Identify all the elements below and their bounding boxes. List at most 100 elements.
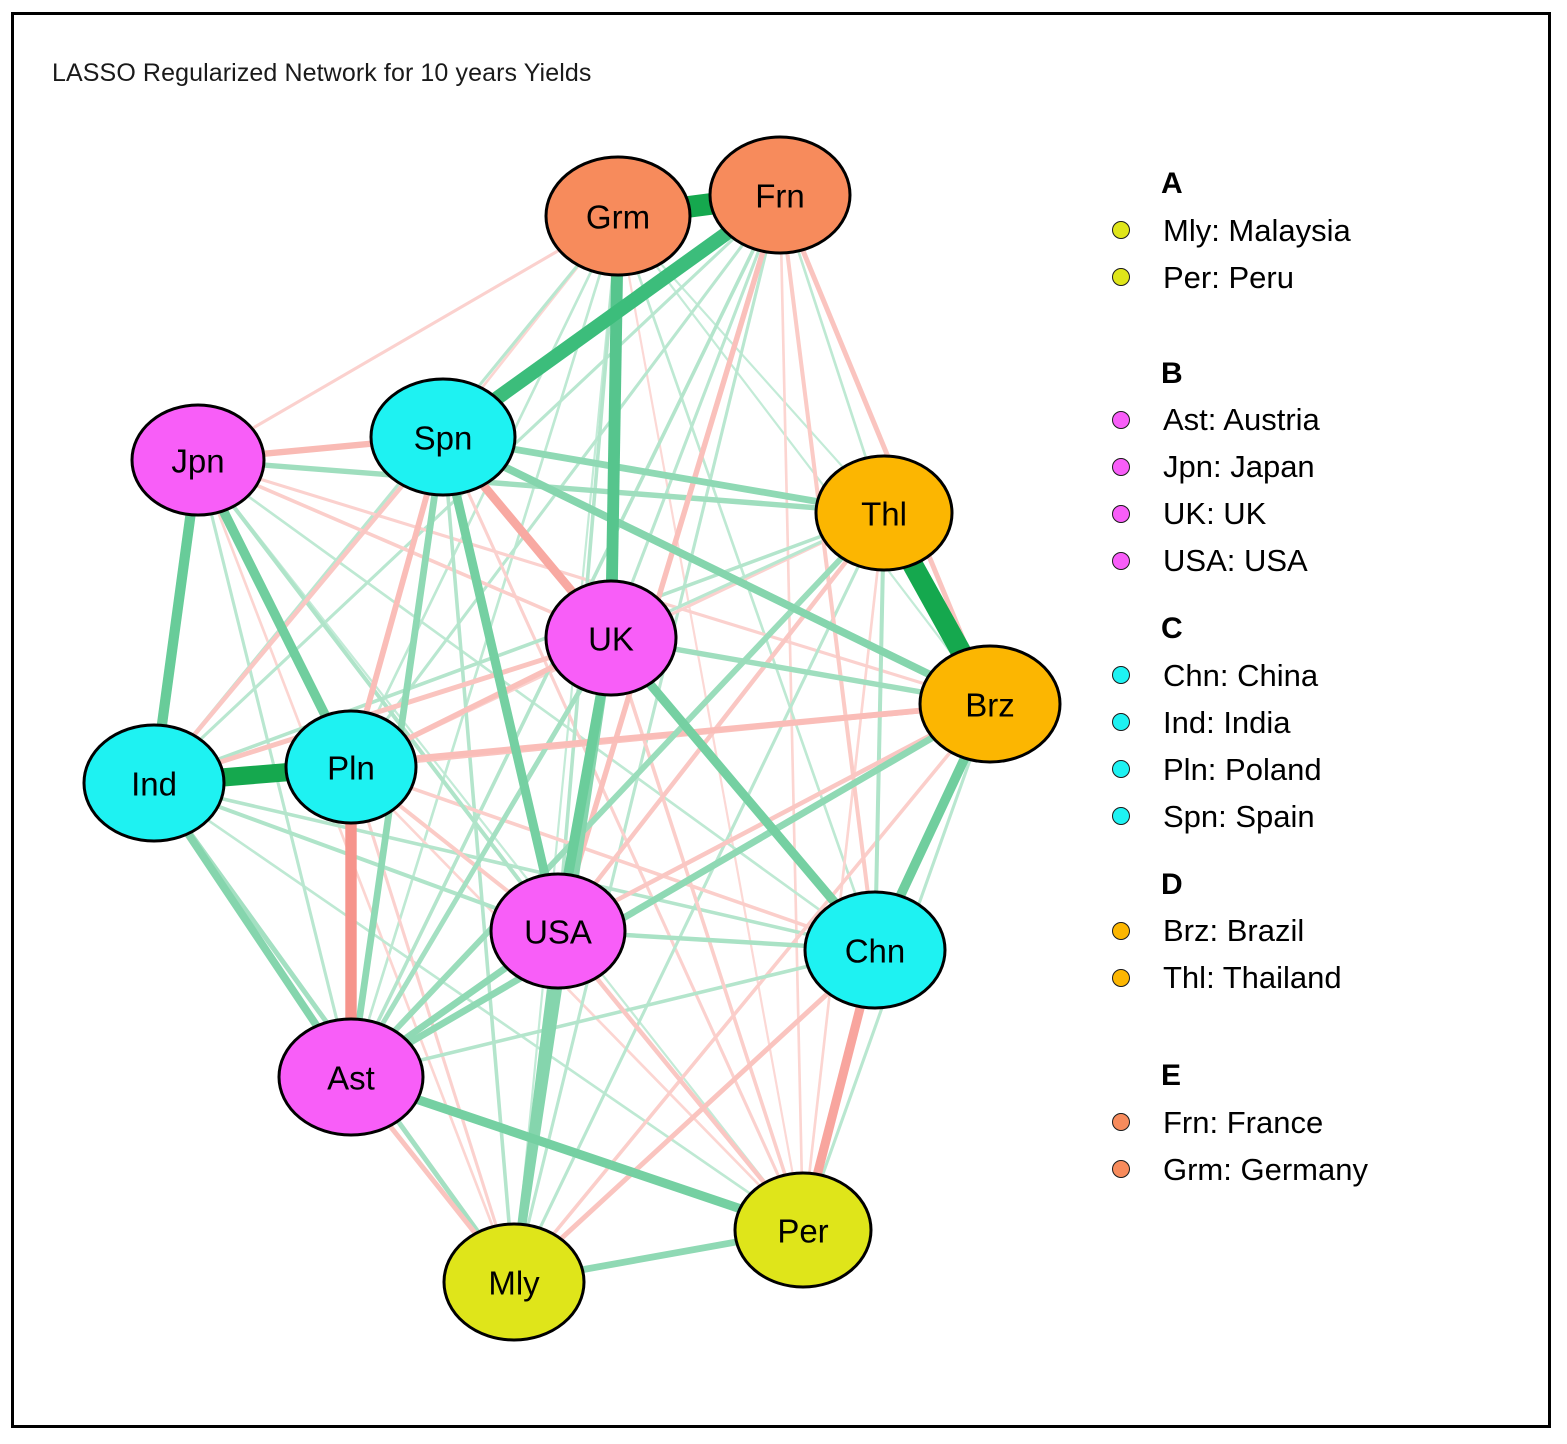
network-edge: [438, 435, 563, 933]
node-shape: [489, 872, 627, 990]
legend-color-dot-icon: [1112, 268, 1130, 286]
network-node-pln[interactable]: Pln: [284, 709, 418, 825]
node-shape: [277, 1017, 425, 1137]
network-edge: [349, 215, 620, 1078]
legend-item-label: Spn: Spain: [1163, 798, 1315, 834]
legend-item[interactable]: Per: Peru: [1099, 254, 1539, 301]
node-shape: [442, 1222, 586, 1342]
legend-item[interactable]: Pln: Poland: [1099, 746, 1539, 793]
network-edge: [556, 929, 805, 1232]
network-node-usa[interactable]: USA: [489, 872, 627, 990]
network-node-ast[interactable]: Ast: [277, 1017, 425, 1137]
network-edge: [152, 435, 445, 785]
network-edge: [349, 766, 516, 1283]
node-shape: [803, 890, 947, 1010]
network-node-grm[interactable]: Grm: [544, 155, 692, 277]
legend-group-title: E: [1161, 1059, 1182, 1092]
node-shape: [708, 135, 852, 255]
legend-item[interactable]: UK: UK: [1099, 490, 1539, 537]
legend-item[interactable]: Jpn: Japan: [1099, 443, 1539, 490]
node-shape: [544, 155, 692, 277]
network-edge: [442, 433, 885, 517]
network-node-spn[interactable]: Spn: [369, 377, 517, 497]
network-edge: [777, 194, 993, 705]
edge-layer: [148, 184, 1000, 1286]
legend-item-label: Frn: France: [1163, 1104, 1324, 1140]
network-edge: [512, 702, 992, 1284]
legend-item[interactable]: Chn: China: [1099, 652, 1539, 699]
node-shape: [544, 579, 678, 697]
legend-item-label: Grm: Germany: [1163, 1151, 1368, 1187]
network-edge: [556, 215, 620, 932]
network-edge: [872, 512, 887, 951]
legend-item-label: Chn: China: [1163, 657, 1319, 693]
legend-group-title: C: [1161, 612, 1183, 645]
legend-item[interactable]: Mly: Malaysia: [1099, 207, 1539, 254]
legend-item[interactable]: Ast: Austria: [1099, 396, 1539, 443]
legend-color-dot-icon: [1112, 713, 1130, 731]
legend-color-dot-icon: [1112, 968, 1130, 987]
legend-item[interactable]: Thl: Thailand: [1099, 954, 1539, 1001]
network-edge: [512, 948, 877, 1284]
node-shape: [82, 723, 226, 843]
legend-item[interactable]: USA: USA: [1099, 537, 1539, 584]
network-edge: [349, 1072, 805, 1235]
node-shape: [814, 454, 954, 572]
network-edge: [349, 194, 782, 768]
network-edge: [617, 215, 885, 514]
network-edge: [556, 702, 992, 933]
network-edge: [197, 459, 804, 1231]
network-edge: [441, 433, 992, 708]
node-shape: [130, 403, 266, 517]
legend-item-label: USA: USA: [1163, 543, 1308, 578]
legend-item-label: Brz: Brazil: [1163, 913, 1305, 948]
network-edge: [153, 511, 885, 785]
network-node-thl[interactable]: Thl: [814, 454, 954, 572]
legend-item[interactable]: Ind: India: [1099, 699, 1539, 746]
legend-group-title: D: [1161, 867, 1183, 901]
network-edge: [556, 511, 886, 933]
network-edge: [605, 215, 624, 639]
network-edge: [801, 512, 886, 1231]
network-edge: [153, 781, 876, 952]
legend-item[interactable]: Brz: Brazil: [1099, 907, 1539, 954]
legend-color-dot-icon: [1112, 504, 1130, 523]
network-node-mly[interactable]: Mly: [442, 1222, 586, 1342]
legend-item[interactable]: Frn: France: [1099, 1099, 1539, 1146]
network-node-frn[interactable]: Frn: [708, 135, 852, 255]
legend-group-title: A: [1161, 167, 1183, 200]
network-edge: [153, 635, 612, 786]
network-edge: [196, 458, 560, 933]
network-edge: [609, 194, 782, 639]
network-edge: [438, 189, 785, 443]
network-edge: [512, 215, 620, 1283]
legend-item-label: Ind: India: [1163, 704, 1291, 740]
network-node-per[interactable]: Per: [733, 1171, 873, 1289]
legend-item-label: Thl: Thailand: [1163, 960, 1342, 995]
legend-item[interactable]: Spn: Spain: [1099, 793, 1539, 840]
network-edge: [348, 636, 614, 1079]
network-node-ind[interactable]: Ind: [82, 723, 226, 843]
network-node-chn[interactable]: Chn: [803, 890, 947, 1010]
figure-frame: LASSO Regularized Network for 10 years Y…: [11, 12, 1551, 1428]
legend-color-dot-icon: [1112, 457, 1130, 476]
legend-color-dot-icon: [1112, 551, 1130, 570]
network-node-jpn[interactable]: Jpn: [130, 403, 266, 517]
network-edge: [616, 215, 805, 1231]
network-edge: [617, 215, 991, 705]
legend-color-dot-icon: [1112, 807, 1130, 825]
legend-color-dot-icon: [1112, 921, 1130, 940]
network-edge: [350, 948, 876, 1079]
legend-color-dot-icon: [1112, 1160, 1130, 1178]
legend-item-label: Jpn: Japan: [1163, 449, 1315, 484]
legend-item[interactable]: Grm: Germany: [1099, 1146, 1539, 1193]
network-edge: [197, 214, 619, 462]
network-node-brz[interactable]: Brz: [918, 644, 1062, 764]
network-node-uk[interactable]: UK: [544, 579, 678, 697]
legend-item-label: UK: UK: [1163, 496, 1267, 531]
legend-color-dot-icon: [1112, 221, 1130, 239]
network-edge: [350, 766, 804, 1231]
